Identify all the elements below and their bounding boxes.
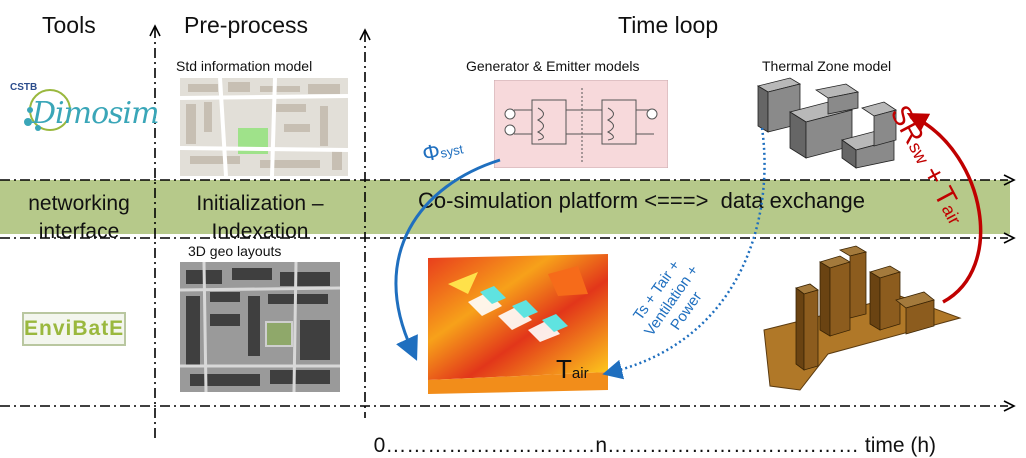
time-label: time (h) bbox=[859, 434, 937, 457]
std-info-map-image bbox=[179, 77, 349, 177]
envibate-text: EnviBatE bbox=[24, 317, 125, 340]
sr-tair-arrow bbox=[906, 113, 983, 304]
cstb-text: CSTB bbox=[10, 82, 38, 93]
caption-geo: 3D geo layouts bbox=[188, 243, 282, 259]
tair-label: Tair bbox=[556, 354, 589, 384]
caption-thermal-zone: Thermal Zone model bbox=[762, 58, 892, 74]
arrows-layer bbox=[394, 113, 983, 380]
feedback-dotted-arrow bbox=[602, 127, 766, 380]
cosim-label: Co-simulation platform <===> data exchan… bbox=[418, 188, 865, 213]
arrowhead-up-2 bbox=[359, 28, 371, 41]
arrowhead-up-1 bbox=[149, 24, 161, 37]
time-n: n bbox=[595, 434, 608, 457]
phi-syst-arrow bbox=[394, 158, 501, 361]
initialization-label: Initialization – Indexation bbox=[196, 192, 324, 243]
dimosim-text: Dimosim bbox=[32, 96, 160, 131]
networking-interface-label: networking interface bbox=[28, 192, 130, 243]
envibate-logo: EnviBatE bbox=[22, 312, 126, 346]
arrowhead-right-1 bbox=[1003, 174, 1016, 186]
grid-lines bbox=[0, 24, 1016, 439]
mesh-buildings bbox=[763, 245, 962, 391]
header-timeloop: Time loop bbox=[618, 12, 719, 38]
arrowhead-right-2 bbox=[1003, 232, 1016, 244]
header-tools: Tools bbox=[42, 12, 96, 38]
header-preprocess: Pre-process bbox=[184, 12, 308, 38]
caption-std-info: Std information model bbox=[176, 58, 313, 74]
generator-emitter-schematic bbox=[493, 79, 669, 169]
networking-band bbox=[0, 180, 1010, 234]
dimosim-logo: CSTB Dimosim bbox=[10, 80, 160, 140]
time-dots-1: ………………………… bbox=[385, 434, 596, 457]
time-dots-2: ……………………………… bbox=[607, 434, 860, 457]
tair-heatmap-image bbox=[428, 254, 608, 394]
arrowhead-right-3 bbox=[1003, 400, 1016, 412]
caption-gen-emitter: Generator & Emitter models bbox=[466, 58, 640, 74]
time-zero: 0 bbox=[373, 434, 386, 457]
thermal-zone-buildings bbox=[756, 77, 897, 169]
dimosim-logo-mark bbox=[24, 89, 71, 131]
geo-layout-image bbox=[179, 261, 341, 393]
time-axis-labels: 0…………………………n……………………………… time (h) bbox=[362, 410, 936, 458]
